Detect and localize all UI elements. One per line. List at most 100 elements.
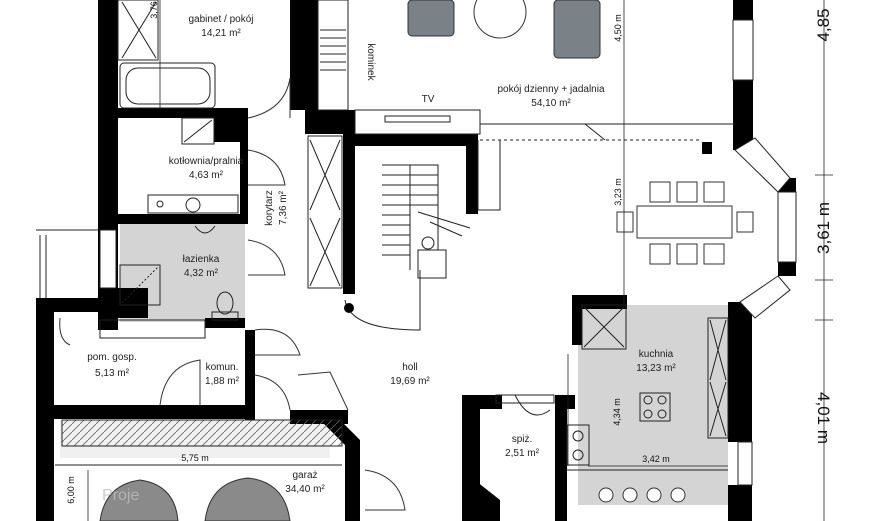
dim-label-right-top: 4,85 [814, 8, 833, 41]
wall-kotlownia-right [240, 140, 248, 220]
chair-6 [703, 243, 725, 265]
wall-block-a [214, 112, 248, 142]
door-pom-gosp [59, 317, 71, 346]
chair-4 [649, 243, 671, 265]
dim-label-kuchnia-v: 4,34 m [612, 398, 622, 426]
stair-closet-cross [309, 139, 341, 287]
windows [99, 19, 797, 486]
door-garage-a [254, 374, 291, 411]
wall-right-upper [733, 80, 753, 150]
dim-right-ticks [815, 174, 833, 321]
kitchen-sink [566, 424, 590, 466]
dining-table [636, 205, 733, 239]
stool-3 [646, 487, 662, 503]
door-komun-b [159, 359, 201, 406]
dim-label-gabinet-v: 3,76 [149, 1, 159, 19]
chair-7 [616, 211, 634, 233]
stair-treads-right [410, 164, 439, 250]
car-left [99, 479, 179, 521]
wall-right-top [733, 0, 753, 20]
wall-spiz-top [462, 395, 502, 409]
door-lazienka [247, 239, 286, 276]
gabinet-closet [117, 0, 159, 61]
label-pom-gosp: pom. gosp. [87, 352, 136, 363]
walls [36, 0, 796, 521]
area-korytarz: 7,36 m² [278, 190, 289, 225]
window-bay-1 [734, 137, 791, 193]
kitchen-floor [578, 305, 728, 505]
dim-label-garaz-v: 6,00 m [66, 476, 76, 504]
area-gabinet: 14,21 m² [201, 28, 241, 39]
toilet [216, 291, 234, 315]
pom-gosp-shelf [99, 319, 206, 339]
furniture [99, 0, 754, 521]
wall-left-lower [36, 298, 54, 521]
chair-1 [649, 181, 671, 203]
kominek-column [317, 0, 349, 111]
wall-center-block [305, 110, 355, 134]
label-korytarz: korytarz [264, 190, 275, 226]
area-pom-gosp: 5,13 m² [95, 368, 130, 379]
door-garage-b [297, 371, 349, 411]
sofa-right [553, 0, 601, 59]
label-kotlownia: kotłownia/pralnia [169, 156, 244, 167]
dimension-labels: 3,76 4,50 m 3,23 m 4,34 m 3,42 m 5,75 m … [66, 1, 833, 504]
dimension-lines [87, 0, 833, 521]
wall-kitchen-left [555, 395, 567, 521]
area-lazienka: 4,32 m² [184, 268, 219, 279]
wall-kitchen-right [728, 302, 752, 442]
stair-post [344, 303, 354, 313]
burner-2 [657, 395, 667, 405]
stair-landing [417, 211, 471, 237]
area-kuchnia: 13,23 m² [636, 363, 676, 374]
area-komun: 1,88 m² [205, 376, 240, 387]
boiler [181, 117, 215, 145]
living-step-diag [584, 123, 606, 141]
wall-center-upper [290, 0, 318, 110]
stair-newel-box [417, 249, 447, 279]
tv-unit [384, 115, 451, 123]
kotlownia-counter [147, 194, 239, 214]
wall-garage-top [54, 405, 249, 419]
window-bay-3 [739, 275, 791, 319]
spiz-shelf [495, 394, 555, 404]
burner-4 [657, 409, 667, 419]
wall-bottom-diag [462, 470, 500, 521]
stair-curve [344, 270, 421, 331]
coffee-table [473, 0, 527, 39]
area-garaz: 34,40 m² [285, 484, 325, 495]
wall-stair-right [466, 134, 478, 214]
stair-treads-left [382, 164, 411, 270]
spiz-door-arc [514, 394, 551, 416]
label-spiz: spiż. [512, 434, 533, 445]
window-right-top [732, 19, 754, 81]
tall-units-cross [709, 319, 727, 437]
wall-kitchen-top-left [572, 295, 582, 345]
burner-3 [643, 409, 653, 419]
wall-left-step [36, 298, 100, 312]
wall-bath-top [118, 214, 248, 224]
label-kominek: kominek [365, 43, 376, 81]
dim-label-right-bottom: 4,01 m [814, 392, 833, 444]
chair-3 [703, 181, 725, 203]
dim-label-kuchnia-h: 3,42 m [642, 454, 670, 464]
label-kuchnia: kuchnia [639, 349, 674, 360]
shower-diag [121, 266, 159, 304]
bathtub-inner [125, 67, 211, 105]
wall-block-b [98, 288, 148, 318]
wall-left-mid [98, 195, 118, 230]
floor-fills [60, 222, 728, 505]
stair-newel [421, 236, 435, 250]
left-stairs [36, 229, 98, 298]
kitchen-tall-units [707, 317, 729, 439]
tv-cabinet [354, 109, 481, 135]
dim-label-dzienny-v: 4,50 m [613, 14, 623, 42]
area-spiz: 2,51 m² [505, 448, 540, 459]
wall-bay-bottom [778, 262, 796, 276]
sink-bowl-2 [572, 449, 584, 461]
label-garaz: garaż [292, 470, 317, 481]
label-tv: TV [422, 94, 435, 105]
chair-5 [676, 243, 698, 265]
wall-komun-right [245, 330, 255, 420]
bathtub [119, 62, 216, 109]
